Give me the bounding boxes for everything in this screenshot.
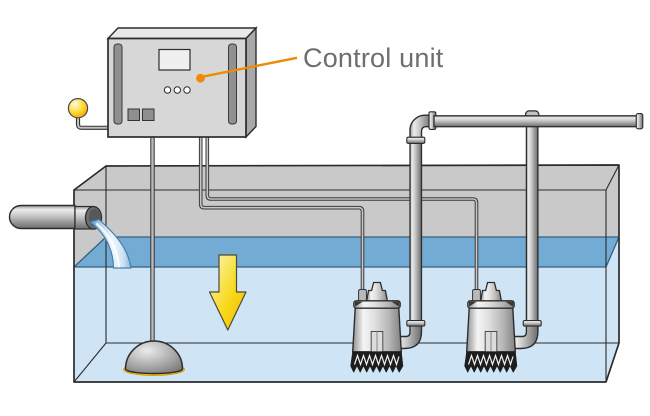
pump-handle [365, 281, 389, 303]
shoulder-wedge-left [355, 301, 363, 307]
water-surface [74, 237, 619, 267]
button-2 [142, 108, 155, 121]
submersible-pump-left [350, 281, 404, 374]
discharge-piping [393, 110, 644, 350]
bell-float [124, 340, 184, 375]
riser-pipe-right [525, 117, 539, 322]
sensor-rod [150, 136, 155, 343]
pump-cable-right [205, 137, 479, 292]
pump-cables [198, 137, 479, 292]
riser-elbow-top-left [409, 114, 433, 145]
water-stream [89, 218, 132, 269]
down-arrow-icon [208, 254, 247, 331]
strainer-slots [353, 353, 400, 367]
control-unit-label: Control unit [303, 43, 444, 73]
alarm-beacon [67, 97, 110, 130]
callout-dot [196, 73, 205, 83]
inflow-pipe [8, 204, 103, 230]
beacon-lamp [67, 97, 89, 119]
indicator-lights [163, 86, 191, 94]
vent-right [228, 43, 237, 125]
flange-left-lower [406, 319, 426, 327]
tank-outline [73, 164, 620, 383]
collection-tank [73, 164, 620, 383]
pump-cable-left [198, 137, 365, 292]
header-end-ring [635, 113, 644, 130]
callout [196, 56, 298, 83]
flange-left-upper [406, 136, 426, 144]
button-1 [127, 108, 140, 121]
control-unit [67, 26, 258, 139]
flange-right-lower [522, 319, 542, 327]
control-unit-top-face [106, 27, 258, 40]
riser-pipe-left [409, 139, 423, 322]
vent-left [113, 43, 123, 125]
discharge-header-pipe [433, 115, 638, 128]
display-screen [158, 48, 191, 71]
control-unit-side-face [245, 26, 257, 139]
shoulder-wedge-right [391, 301, 400, 307]
